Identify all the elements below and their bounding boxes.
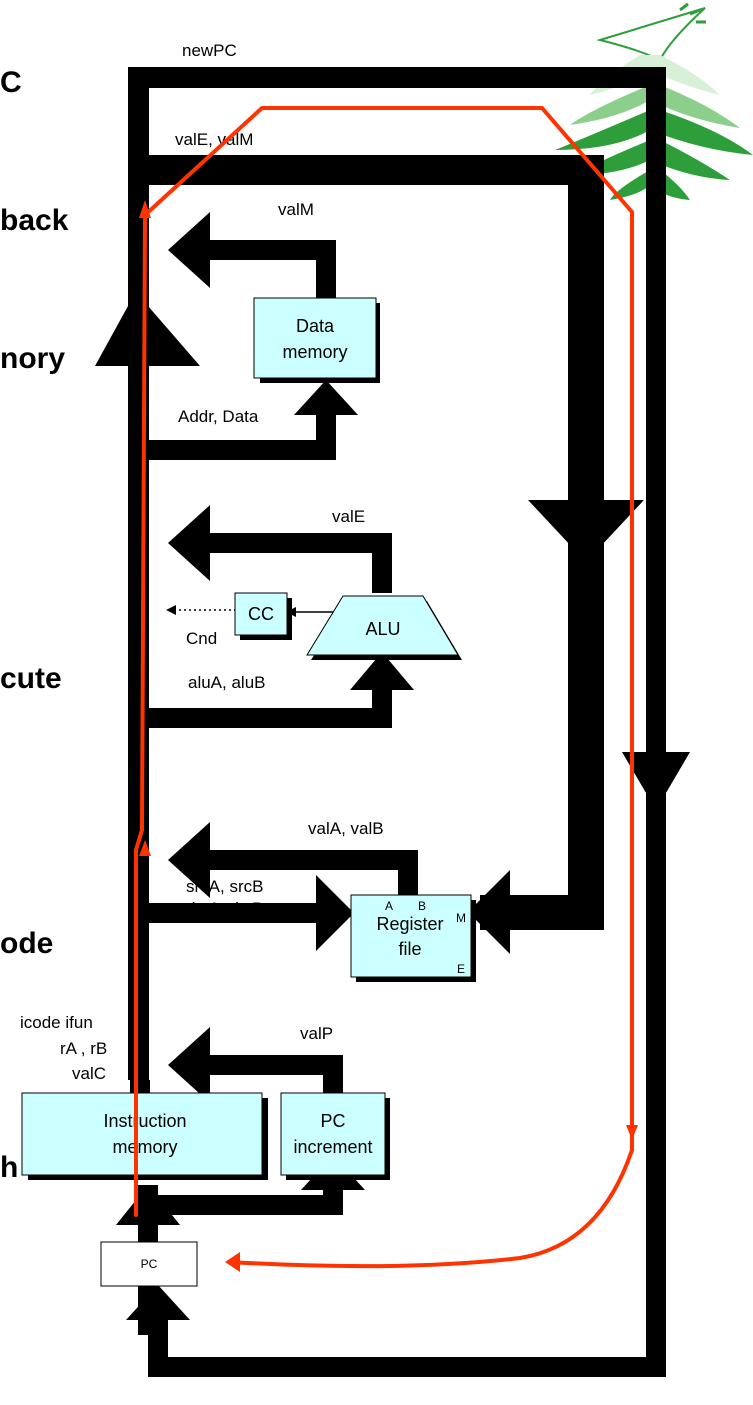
data-memory-line2: memory	[282, 342, 347, 362]
stage-label-fetch: h	[0, 1151, 18, 1184]
execution-trace	[134, 106, 634, 1269]
valm-arrowhead	[168, 212, 210, 288]
pcinc-line1: PC	[320, 1111, 345, 1131]
signal-dsta-dstb: dstA, dstB	[186, 899, 263, 918]
signal-addr-data: Addr, Data	[178, 407, 259, 426]
signal-cnd: Cnd	[186, 629, 217, 648]
register-file-block: A B M E Register file	[350, 894, 476, 982]
addr-data-arrowhead	[294, 380, 358, 415]
data-memory-block: Data memory	[253, 297, 380, 383]
vale-arrowhead	[168, 505, 210, 581]
imem-line1: Instruction	[103, 1111, 186, 1131]
signal-valm: valM	[278, 200, 314, 219]
regfile-addr-arrowhead	[316, 875, 354, 951]
valab-arrowhead	[168, 822, 210, 898]
regfile-write-arrowhead	[468, 870, 510, 954]
wires	[95, 67, 690, 1377]
writeback-arrowhead	[528, 500, 644, 562]
regfile-port-b: B	[418, 899, 426, 913]
pc-label: PC	[141, 1257, 158, 1271]
newpc-wire-bottom	[148, 1357, 666, 1377]
cc-label: CC	[248, 604, 274, 624]
data-memory-line1: Data	[296, 316, 335, 336]
instruction-memory-block: Instruction memory	[21, 1092, 268, 1180]
alu-input-arrowhead	[350, 652, 414, 690]
pcinc-line2: increment	[293, 1137, 372, 1157]
stage-label-pc: C	[0, 66, 22, 99]
newpc-wire-right	[646, 67, 666, 1377]
alu-block: ALU	[306, 595, 462, 660]
regfile-port-a: A	[385, 899, 393, 913]
trace-end-arrowhead	[225, 1252, 240, 1272]
newpc-arrowhead	[622, 752, 690, 810]
signal-vala-valb: valA, valB	[308, 819, 384, 838]
stage-label-writeback: back	[0, 204, 69, 237]
pc-register-block: PC	[100, 1241, 198, 1287]
signal-alua-alub: aluA, aluB	[188, 673, 266, 692]
signal-valp: valP	[300, 1024, 333, 1043]
writeback-bus-top	[148, 155, 604, 185]
signal-icode-ifun: icode ifun	[20, 1013, 93, 1032]
pc-increment-block: PC increment	[280, 1092, 390, 1180]
newpc-wire-top	[128, 67, 666, 88]
alu-label: ALU	[365, 619, 400, 639]
signal-valc: valC	[72, 1064, 106, 1083]
signal-newpc: newPC	[182, 41, 237, 60]
stage-label-decode: ode	[0, 927, 53, 960]
valp-arrowhead	[168, 1027, 210, 1103]
regfile-line2: file	[398, 939, 421, 959]
stage-label-execute: cute	[0, 662, 62, 695]
regfile-port-m: M	[456, 911, 466, 925]
imem-line2: memory	[112, 1137, 177, 1157]
stage-label-memory: nory	[0, 342, 65, 375]
signal-ra-rb: rA , rB	[60, 1039, 107, 1058]
pc-to-imem-arrowhead	[116, 1185, 180, 1225]
signal-srca-srcb: srcA, srcB	[186, 877, 263, 896]
signal-vale-valm: valE, valM	[175, 130, 253, 149]
regfile-port-e: E	[457, 962, 465, 976]
signal-vale: valE	[332, 507, 365, 526]
regfile-line1: Register	[376, 914, 443, 934]
cc-block: CC	[234, 592, 292, 640]
